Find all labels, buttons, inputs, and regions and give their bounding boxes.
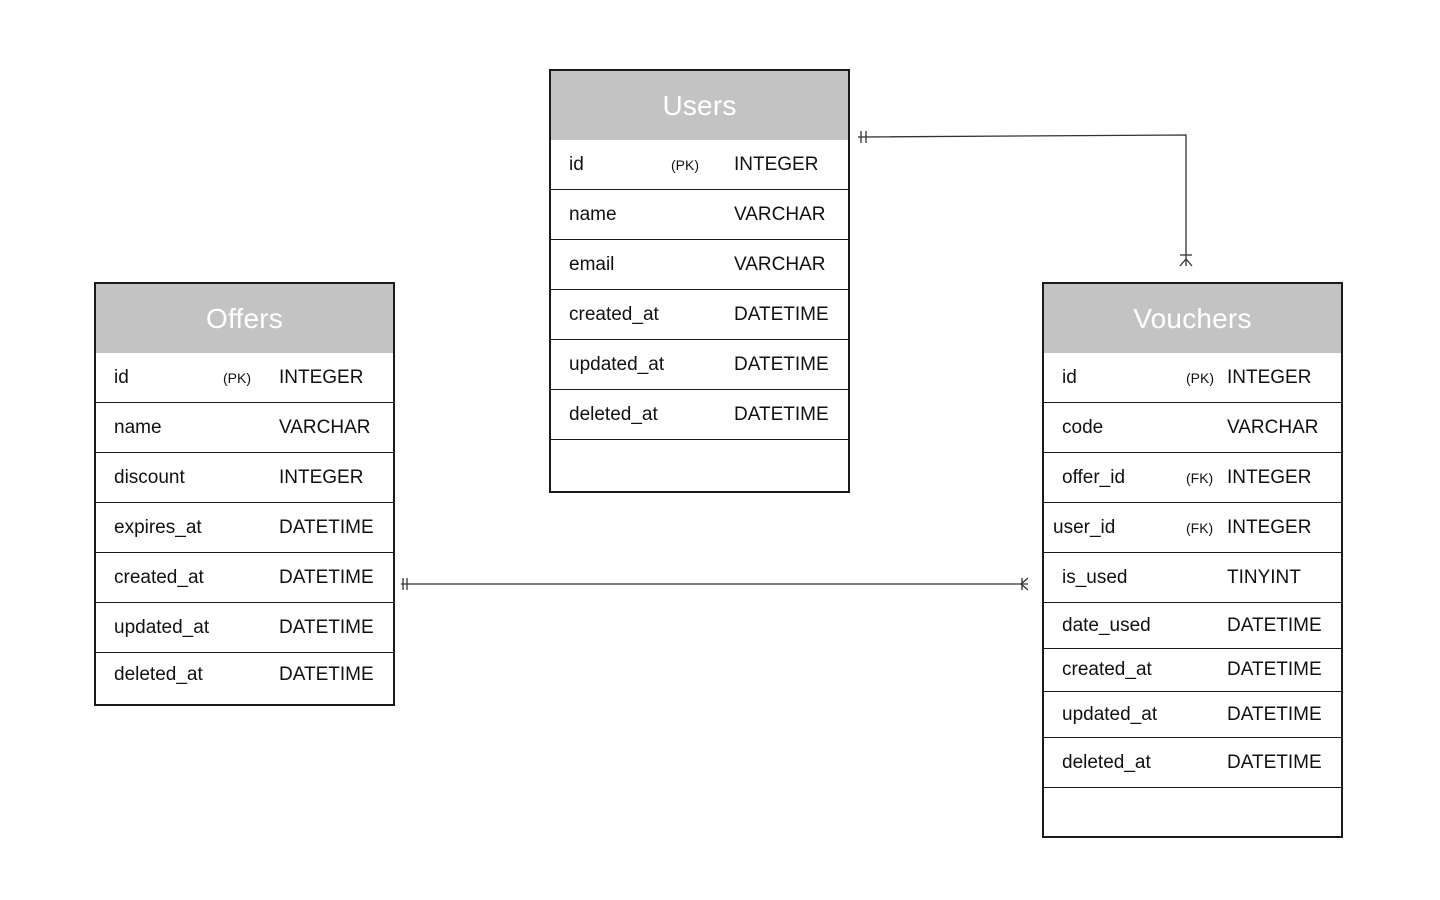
column-type: DATETIME: [279, 664, 374, 685]
column-type: VARCHAR: [279, 416, 371, 438]
table-row: created_at DATETIME: [551, 290, 848, 340]
many-marker-vouchers-top-right: [1185, 258, 1193, 267]
many-marker-vouchers-left-bottom: [1020, 583, 1029, 591]
column-type: VARCHAR: [1227, 416, 1319, 438]
column-type: TINYINT: [1227, 566, 1301, 588]
column-name: name: [114, 416, 162, 438]
column-type: DATETIME: [734, 403, 829, 425]
column-type: DATETIME: [279, 566, 374, 588]
column-name: id: [569, 153, 584, 175]
column-type: DATETIME: [1227, 751, 1322, 773]
column-name: updated_at: [1062, 703, 1158, 725]
column-name: email: [569, 253, 615, 275]
column-name: id: [1062, 366, 1077, 388]
table-row: is_used TINYINT: [1044, 553, 1341, 603]
column-type: INTEGER: [1227, 366, 1312, 388]
table-row: updated_at DATETIME: [96, 603, 393, 653]
users-table[interactable]: Users id (PK) INTEGER name VARCHAR email…: [549, 69, 850, 493]
column-type: VARCHAR: [734, 203, 826, 225]
table-empty-row: [1044, 788, 1341, 834]
column-name: created_at: [114, 566, 204, 588]
column-type: INTEGER: [1227, 516, 1312, 538]
column-key: (PK): [1186, 369, 1214, 386]
column-type: INTEGER: [279, 466, 364, 488]
table-row: deleted_at DATETIME: [1044, 738, 1341, 788]
offers-table-title: Offers: [96, 284, 393, 353]
column-key: (PK): [223, 369, 251, 386]
table-row: discount INTEGER: [96, 453, 393, 503]
column-name: updated_at: [569, 353, 665, 375]
column-type: INTEGER: [1227, 466, 1312, 488]
table-row: deleted_at DATETIME: [96, 653, 393, 697]
table-row: updated_at DATETIME: [1044, 692, 1341, 738]
column-key: (FK): [1186, 469, 1214, 486]
column-name: expires_at: [114, 516, 202, 538]
table-row: deleted_at DATETIME: [551, 390, 848, 440]
column-name: name: [569, 203, 617, 225]
column-name: deleted_at: [1062, 751, 1151, 773]
table-empty-row: [551, 440, 848, 486]
table-row: updated_at DATETIME: [551, 340, 848, 390]
table-row: offer_id (FK) INTEGER: [1044, 453, 1341, 503]
table-row: expires_at DATETIME: [96, 503, 393, 553]
column-name: created_at: [1062, 659, 1152, 680]
column-key: (FK): [1186, 519, 1214, 536]
vouchers-table-title: Vouchers: [1044, 284, 1341, 353]
table-row: name VARCHAR: [551, 190, 848, 240]
many-marker-vouchers-top-left: [1179, 258, 1187, 267]
offers-table[interactable]: Offers id (PK) INTEGER name VARCHAR disc…: [94, 282, 395, 706]
column-key: (PK): [671, 156, 699, 173]
column-name: code: [1062, 416, 1104, 438]
column-name: date_used: [1062, 614, 1151, 636]
table-row: created_at DATETIME: [96, 553, 393, 603]
column-name: updated_at: [114, 616, 210, 638]
many-marker-vouchers-left-top: [1020, 577, 1029, 585]
column-type: INTEGER: [279, 366, 364, 388]
table-row: code VARCHAR: [1044, 403, 1341, 453]
column-name: id: [114, 366, 129, 388]
vouchers-table[interactable]: Vouchers id (PK) INTEGER code VARCHAR of…: [1042, 282, 1343, 838]
column-name: is_used: [1062, 566, 1128, 588]
column-name: created_at: [569, 303, 659, 325]
column-name: deleted_at: [114, 664, 203, 685]
column-type: DATETIME: [279, 616, 374, 638]
relationship-offers-vouchers: [401, 577, 1029, 591]
column-name: user_id: [1053, 516, 1116, 538]
table-row: name VARCHAR: [96, 403, 393, 453]
column-type: DATETIME: [1227, 614, 1322, 636]
table-row: user_id (FK) INTEGER: [1044, 503, 1341, 553]
column-name: offer_id: [1062, 466, 1126, 488]
table-row: id (PK) INTEGER: [96, 353, 393, 403]
users-table-title: Users: [551, 71, 848, 140]
column-type: INTEGER: [734, 153, 819, 175]
column-type: VARCHAR: [734, 253, 826, 275]
column-type: DATETIME: [279, 516, 374, 538]
table-row: email VARCHAR: [551, 240, 848, 290]
column-type: DATETIME: [1227, 659, 1322, 680]
relationship-users-vouchers: [857, 131, 1193, 267]
column-type: DATETIME: [734, 303, 829, 325]
column-name: discount: [114, 466, 185, 488]
column-type: DATETIME: [1227, 703, 1322, 725]
table-row: id (PK) INTEGER: [1044, 353, 1341, 403]
table-row: id (PK) INTEGER: [551, 140, 848, 190]
column-type: DATETIME: [734, 353, 829, 375]
table-row: date_used DATETIME: [1044, 603, 1341, 649]
relationship-line-users-vouchers: [857, 134, 1187, 266]
column-name: deleted_at: [569, 403, 658, 425]
table-row: created_at DATETIME: [1044, 649, 1341, 692]
